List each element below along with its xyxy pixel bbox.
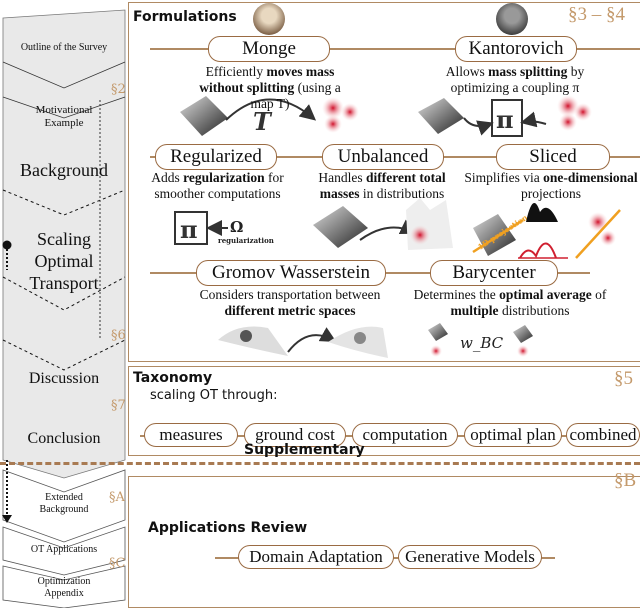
gw-desc: Considers transportation between differe… (199, 287, 381, 318)
kantorovich-desc: Allows mass splitting by optimizing a co… (445, 64, 585, 95)
monge-desc: Efficiently moves mass without splitting… (199, 64, 341, 111)
svg-text:Ω: Ω (230, 218, 243, 236)
outline-item[interactable]: Motivational Example (35, 104, 93, 129)
outline-chevrons (2, 9, 126, 608)
formulations-panel (128, 2, 640, 362)
supp-outline-item[interactable]: OT Applications (30, 544, 98, 555)
svg-text:regularization: regularization (218, 236, 274, 245)
section-mark: §2 (111, 82, 126, 97)
svg-text:π: π (180, 215, 198, 244)
taxonomy-tag: measures (144, 423, 238, 447)
gromov-wasserstein-illustration (218, 326, 388, 358)
outline-item[interactable]: Background (20, 160, 108, 180)
svg-text:T: T (253, 107, 273, 136)
section-mark: §7 (111, 398, 126, 413)
svg-text:π: π (496, 105, 514, 134)
kantorovich-portrait (496, 3, 528, 35)
taxonomy-tag: optimal plan (464, 423, 562, 447)
applications-panel (128, 476, 640, 608)
unbalanced-desc: Handles different total masses in distri… (318, 170, 446, 201)
supp-outline-item[interactable]: Extended Background (39, 492, 89, 515)
section-mark: §C (109, 556, 126, 571)
connector-line (150, 48, 640, 50)
section-mark: §A (109, 490, 125, 505)
barycenter-desc: Determines the optimal average of multip… (413, 287, 607, 318)
monge-illustration: T (180, 96, 359, 136)
supplementary-title: Supplementary (244, 442, 365, 458)
taxonomy-section: §5 (614, 368, 633, 389)
monge-portrait (253, 3, 285, 35)
supp-outline-item[interactable]: Optimization Appendix (37, 576, 91, 599)
regularized-illustration: π Ω regularization (174, 211, 274, 245)
supplementary-divider (0, 462, 640, 465)
formulation-illustrations: T π π Ω regularization 1D projection w_B… (174, 95, 621, 358)
method-regularized: Regularized (155, 144, 277, 170)
taxonomy-tag: computation (352, 423, 458, 447)
kantorovich-illustration: π (418, 95, 592, 137)
formulations-section: §3 – §4 (568, 4, 625, 25)
sliced-desc: Simplifies via one-dimensional projectio… (464, 170, 638, 201)
applications-title: Applications Review (148, 520, 308, 536)
taxonomy-title: Taxonomy (133, 370, 213, 386)
taxonomy-panel (128, 366, 640, 456)
section-mark: §6 (111, 328, 126, 343)
formulations-title: Formulations (133, 9, 237, 25)
application-tag: Domain Adaptation (238, 545, 394, 569)
application-tag: Generative Models (398, 545, 542, 569)
outline-item[interactable]: Outline of the Survey (20, 42, 108, 53)
applications-section: §B (614, 470, 637, 491)
sliced-illustration: 1D projection (472, 203, 621, 259)
method-unbalanced: Unbalanced (322, 144, 444, 170)
method-sliced: Sliced (496, 144, 610, 170)
outline-item[interactable]: Conclusion (27, 430, 101, 447)
method-kantorovich: Kantorovich (455, 36, 577, 62)
method-barycenter: Barycenter (430, 260, 558, 286)
barycenter-symbol: w_BC (460, 334, 504, 352)
outline-item[interactable]: Discussion (28, 370, 100, 387)
barycenter-illustration: w_BC (428, 323, 533, 357)
unbalanced-illustration (313, 198, 453, 250)
taxonomy-tag: ground cost (244, 423, 346, 447)
method-gromov-wasserstein: Gromov Wasserstein (196, 260, 386, 286)
regularized-desc: Adds regularization for smoother computa… (151, 170, 284, 201)
taxonomy-subtitle: scaling OT through: (150, 388, 278, 403)
taxonomy-tag: combined (566, 423, 640, 447)
outline-item[interactable]: Scaling Optimal Transport (29, 229, 99, 293)
method-monge: Monge (208, 36, 330, 62)
